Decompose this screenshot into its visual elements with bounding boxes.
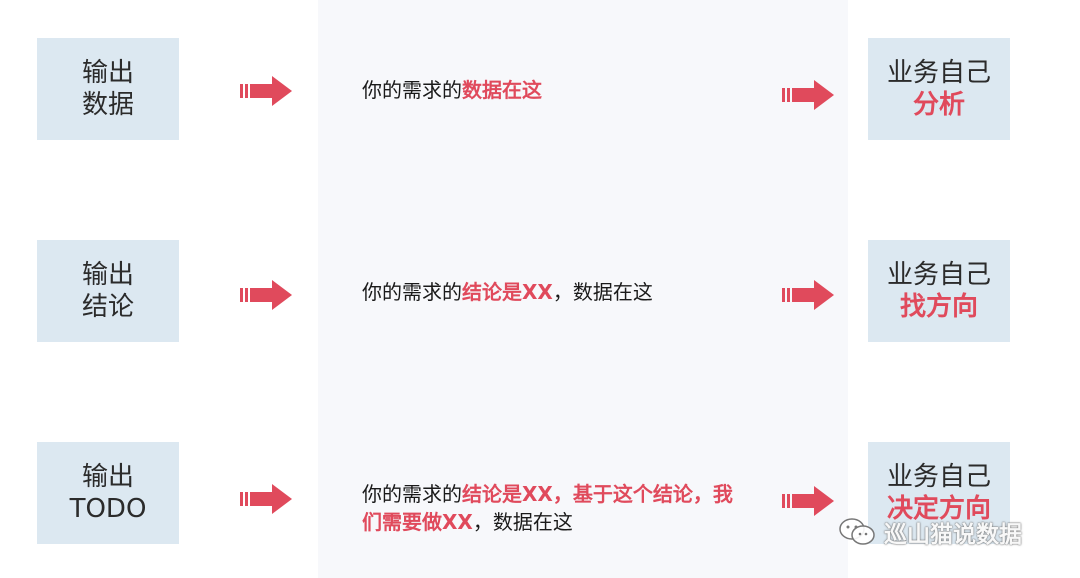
business-box-line1: 业务自己 <box>886 58 991 88</box>
right-arrow-icon <box>782 280 834 310</box>
output-box: 输出 TODO <box>37 442 179 544</box>
flow-row-todo: 输出 TODO 你的需求的结论是XX，基于这个结论，我们需要做XX，数据在这 业… <box>0 442 1080 546</box>
wechat-icon <box>839 518 875 545</box>
business-box-line1: 业务自己 <box>886 260 991 290</box>
business-box: 业务自己 决定方向 <box>868 442 1010 544</box>
right-arrow-icon <box>240 76 292 106</box>
requirement-text: 你的需求的结论是XX，数据在这 <box>362 278 742 306</box>
business-box-accent: 分析 <box>912 90 965 120</box>
output-box-line2: TODO <box>69 494 147 524</box>
requirement-suffix: ，数据在这 <box>472 510 573 534</box>
requirement-suffix: ，数据在这 <box>552 280 653 304</box>
business-box: 业务自己 分析 <box>868 38 1010 140</box>
requirement-prefix: 你的需求的 <box>362 280 462 304</box>
output-box-line2: 结论 <box>81 292 134 322</box>
requirement-text: 你的需求的结论是XX，基于这个结论，我们需要做XX，数据在这 <box>362 480 734 536</box>
business-box-line1: 业务自己 <box>886 462 991 492</box>
right-arrow-icon <box>240 484 292 514</box>
output-box: 输出 数据 <box>37 38 179 140</box>
watermark-text: 巡山猫说数据 <box>884 522 1022 548</box>
right-arrow-icon <box>782 80 834 110</box>
right-arrow-icon <box>782 486 834 516</box>
flow-row-conclusion: 输出 结论 你的需求的结论是XX，数据在这 业务自己 找方向 <box>0 240 1080 344</box>
output-box: 输出 结论 <box>37 240 179 342</box>
right-arrow-icon <box>240 280 292 310</box>
center-background-panel <box>318 0 848 578</box>
output-box-line1: 输出 <box>81 58 134 88</box>
flow-row-data: 输出 数据 你的需求的数据在这 业务自己 分析 <box>0 38 1080 142</box>
business-box-accent: 找方向 <box>899 292 978 322</box>
watermark: 巡山猫说数据 <box>838 512 1022 552</box>
business-box: 业务自己 找方向 <box>868 240 1010 342</box>
requirement-prefix: 你的需求的 <box>362 78 462 102</box>
requirement-highlight: 结论是XX <box>462 280 553 304</box>
output-box-line2: 数据 <box>81 90 134 120</box>
requirement-highlight: 结论是XX，基于这个结论，我们需要做XX <box>362 482 733 534</box>
requirement-highlight: 数据在这 <box>462 78 542 102</box>
output-box-line1: 输出 <box>81 260 134 290</box>
business-box-accent: 决定方向 <box>886 494 991 524</box>
output-box-line1: 输出 <box>81 462 134 492</box>
requirement-text: 你的需求的数据在这 <box>362 76 742 104</box>
requirement-prefix: 你的需求的 <box>362 482 462 506</box>
